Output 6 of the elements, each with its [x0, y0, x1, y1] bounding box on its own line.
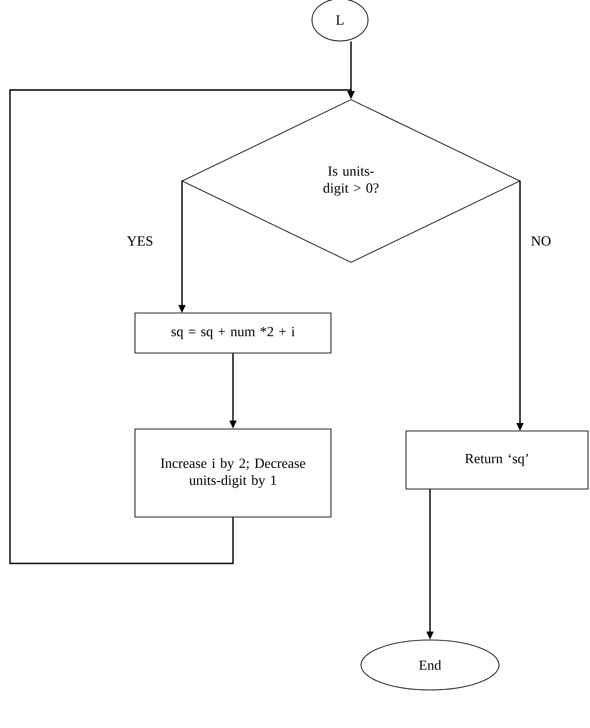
process-box: Increase i by 2; Decrease units-digit by 1 — [134, 428, 332, 518]
process-box: sq = sq + num *2 + i — [134, 312, 332, 354]
edge-label: YES — [126, 235, 154, 247]
edge-label: NO — [530, 235, 552, 247]
process-box: Return ‘sq’ — [406, 430, 588, 490]
arrow — [9, 89, 355, 564]
